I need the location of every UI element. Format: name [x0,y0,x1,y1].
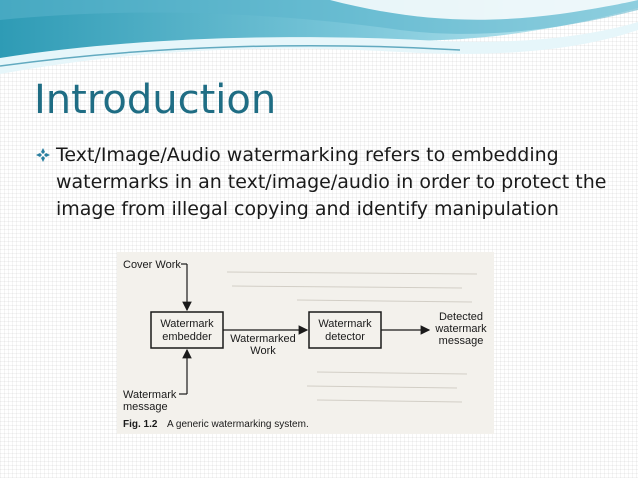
bullet-text: Text/Image/Audio watermarking refers to … [56,144,607,220]
message-label-1: Watermark [123,389,177,401]
cover-work-label: Cover Work [123,259,181,271]
header-banner [0,0,638,74]
figure-caption-text: A generic watermarking system. [167,419,309,430]
detected-label-2: watermark [434,323,487,335]
watermarked-label-1: Watermarked [230,333,296,345]
embedder-label-1: Watermark [160,318,214,330]
diamond-bullet-icon [36,148,50,162]
embedder-label-2: embedder [162,331,212,343]
background-noise [226,271,478,403]
figure-caption-label: Fig. 1.2 [123,419,158,430]
watermarked-label-2: Work [250,345,276,357]
message-label-2: message [123,401,168,413]
detector-label-2: detector [325,331,365,343]
watermarking-diagram: Cover Work Watermark embedder Watermarke… [123,259,487,430]
detected-label-1: Detected [439,311,483,323]
detected-label-3: message [439,335,484,347]
watermarking-figure: Cover Work Watermark embedder Watermarke… [117,252,494,434]
detector-label-1: Watermark [318,318,372,330]
slide-title: Introduction [34,77,277,123]
bullet-item: Text/Image/Audio watermarking refers to … [36,142,616,223]
